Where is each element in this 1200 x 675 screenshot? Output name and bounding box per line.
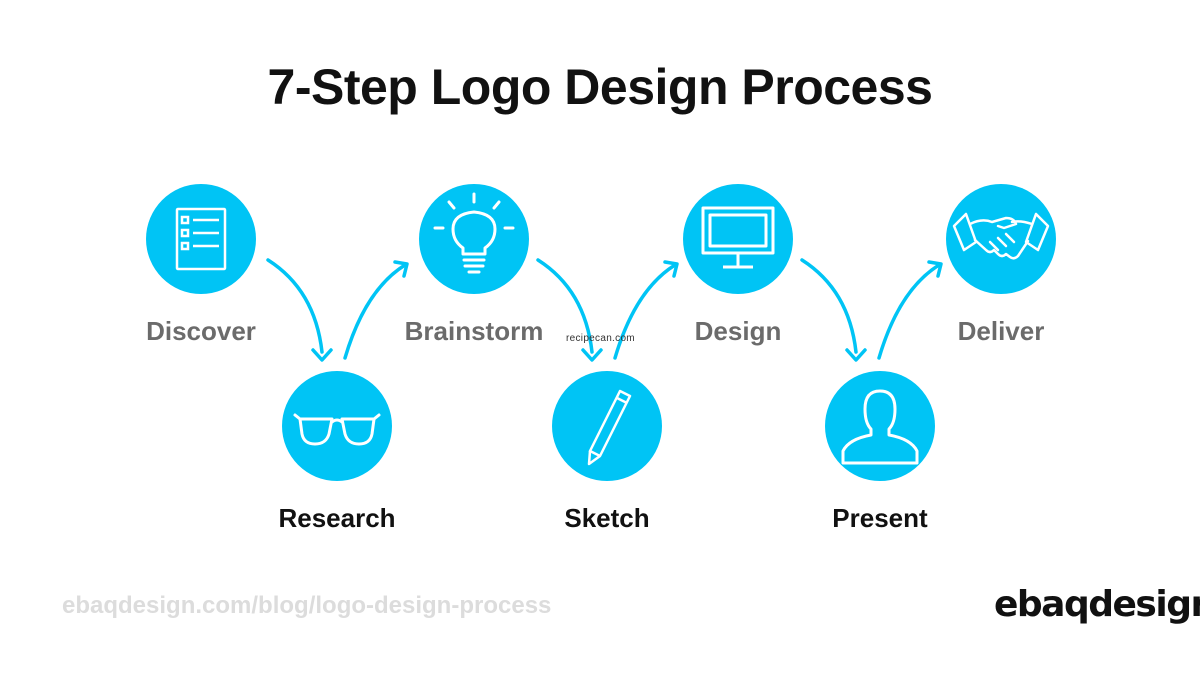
step-label-discover: Discover [146,316,256,346]
step-design-circle [683,184,793,294]
arrow-design-present [800,258,858,354]
step-label-sketch: Sketch [564,503,650,533]
monitor-icon [683,184,793,294]
arrow-sketch-design [613,263,677,360]
step-label-present: Present [832,503,928,533]
step-research-circle [282,371,392,481]
arrow-research-brainstorm [343,263,407,360]
step-discover-circle [146,184,256,294]
lightbulb-icon [419,184,529,294]
checklist-icon [146,184,256,294]
arrow-discover-research [266,258,324,354]
step-label-brainstorm: Brainstorm [404,316,544,346]
step-label-design: Design [694,316,782,346]
glasses-icon [282,371,392,481]
pencil-icon [552,371,662,481]
brand-logo: ebaqdesign [994,584,1200,625]
step-deliver-circle [946,184,1056,294]
step-sketch-circle [552,371,662,481]
handshake-icon [946,184,1056,294]
arrow-present-deliver [877,263,941,360]
step-brainstorm-circle [419,184,529,294]
page-title: 7-Step Logo Design Process [267,59,933,115]
arrow-brainstorm-sketch [536,258,594,354]
footer-url: ebaqdesign.com/blog/logo-design-process [62,592,552,619]
person-icon [825,371,935,481]
watermark-text: recipecan.com [566,333,635,344]
step-label-deliver: Deliver [957,316,1045,346]
step-present-circle [825,371,935,481]
step-label-research: Research [278,503,396,533]
